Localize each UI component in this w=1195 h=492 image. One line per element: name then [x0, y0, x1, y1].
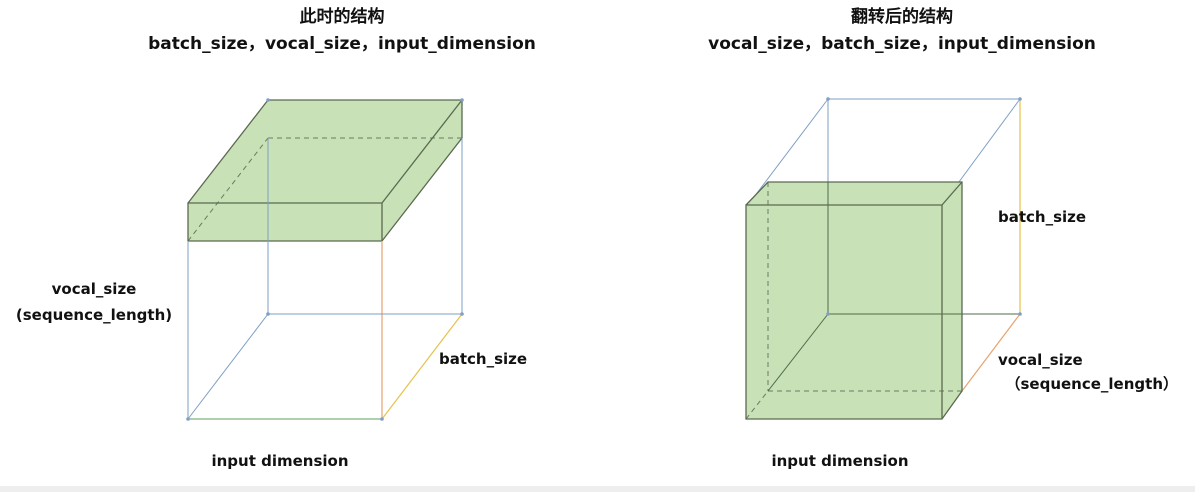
right-subtitle: vocal_size，batch_size，input_dimension	[708, 34, 1096, 54]
right-slab-outline	[941, 181, 963, 206]
right-label-bottom: input dimension	[771, 452, 908, 470]
left-subtitle: batch_size，vocal_size，input_dimension	[148, 34, 536, 54]
right-label-vertical: batch_size	[998, 208, 1086, 226]
right-hidden-edge	[745, 390, 769, 420]
left-hidden-edge	[187, 137, 269, 242]
left-slab-top-face	[188, 100, 462, 203]
left-label-vertical-line2: (sequence_length)	[16, 306, 172, 324]
left-slab-side-face	[382, 100, 462, 241]
right-slab-top-face	[746, 182, 962, 205]
right-slab-front-face	[746, 205, 942, 419]
right-slab-outline	[745, 181, 963, 420]
right-vertex	[826, 312, 830, 316]
left-label-depth: batch_size	[439, 350, 527, 368]
left-vertex	[266, 312, 270, 316]
right-cube	[745, 97, 1022, 420]
right-edge-orange	[961, 313, 1021, 392]
bottom-strip	[0, 486, 1195, 492]
left-vertex	[266, 98, 270, 102]
right-vertex	[1018, 312, 1022, 316]
left-cube	[186, 98, 464, 421]
left-label-bottom: input dimension	[211, 452, 348, 470]
left-vertex	[460, 312, 464, 316]
right-inner-edge	[767, 313, 829, 392]
right-vertex	[826, 97, 830, 101]
right-edge-blue	[747, 98, 829, 206]
right-slab-side-face	[942, 182, 962, 419]
left-slab-front-face	[188, 203, 382, 241]
right-title: 翻转后的结构	[851, 6, 953, 27]
left-vertex	[460, 98, 464, 102]
left-vertex	[380, 417, 384, 421]
left-title: 此时的结构	[300, 6, 385, 27]
left-edge-yellow	[381, 313, 463, 420]
left-edge-blue	[187, 313, 269, 420]
left-label-vertical-line1: vocal_size	[52, 280, 137, 298]
right-vertex	[1018, 97, 1022, 101]
left-vertex	[186, 417, 190, 421]
right-label-depth-line2: （sequence_length）	[1005, 375, 1178, 393]
right-label-depth-line1: vocal_size	[998, 351, 1083, 369]
